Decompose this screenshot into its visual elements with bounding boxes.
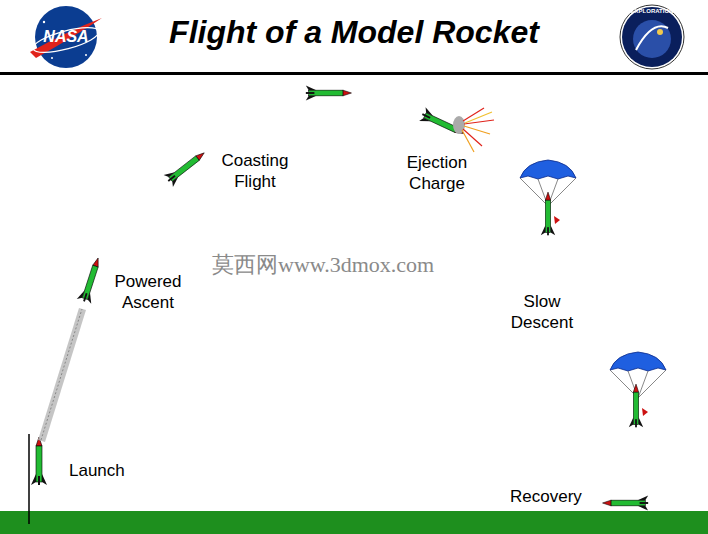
stage-label: Slow Descent: [506, 291, 578, 334]
rocket: [31, 437, 47, 485]
smoke-trail: [38, 308, 86, 442]
exploration-logo: [620, 5, 684, 69]
parachute: [520, 160, 576, 235]
rocket: [603, 495, 649, 510]
stage-label: Recovery: [510, 486, 582, 507]
rocket: [419, 107, 467, 140]
logo-ring-text: EXPLORATION: [622, 8, 682, 16]
stage-label: Powered Ascent: [107, 271, 189, 314]
rocket: [77, 256, 106, 304]
parachute: [610, 352, 666, 427]
stage-label: Ejection Charge: [397, 152, 477, 195]
launch-rod: [28, 434, 30, 524]
stage-label: Coasting Flight: [213, 150, 297, 193]
logo-text: NASA: [31, 27, 101, 47]
watermark: 莫西网www.3dmox.com: [212, 251, 434, 279]
title-rule: [0, 72, 708, 75]
nasa-logo: [30, 6, 102, 68]
diagram-title: Flight of a Model Rocket: [0, 14, 708, 51]
ejection-blast: [453, 108, 494, 152]
stage-label: Launch: [69, 460, 125, 481]
rocket: [164, 147, 209, 187]
ground: [0, 511, 708, 534]
rocket: [306, 85, 352, 100]
